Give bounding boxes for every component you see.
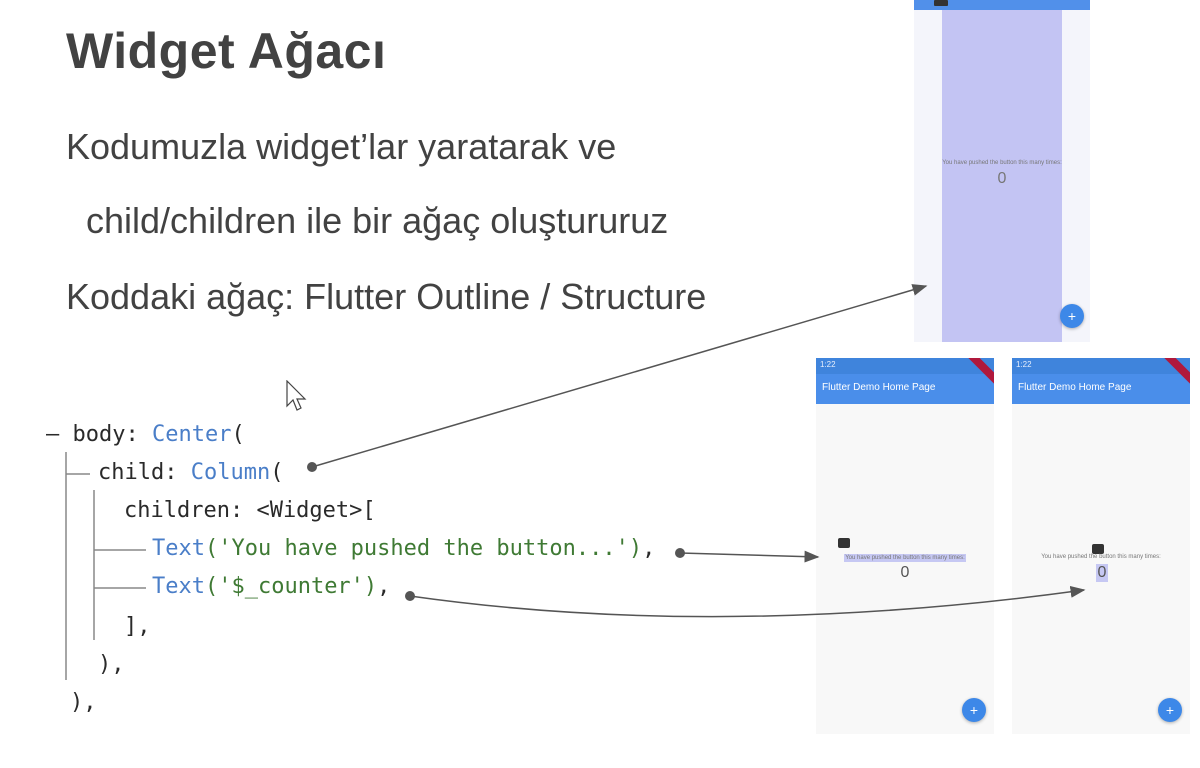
inspector-badge xyxy=(934,0,948,6)
code-block: – body: Center( child: Column( children:… xyxy=(46,422,655,715)
code-string: ('$_counter') xyxy=(204,574,378,599)
arrow-text xyxy=(679,550,820,563)
code-text: – body: xyxy=(46,422,152,447)
code-keyword: Column xyxy=(190,460,271,485)
code-string: ('You have pushed the button...') xyxy=(204,536,643,561)
add-icon: + xyxy=(969,702,979,718)
code-line-text-2: Text('$_counter'), xyxy=(152,574,390,599)
code-text: ( xyxy=(270,460,284,485)
code-line-child: child: Column( xyxy=(98,460,283,485)
counter-value: 0 xyxy=(997,170,1007,187)
bullet-2: child/children ile bir ağaç oluştururuz xyxy=(86,200,669,241)
app-bar xyxy=(1012,374,1190,404)
slide-title: Widget Ağacı xyxy=(66,23,387,79)
app-bar xyxy=(914,0,1090,10)
code-text: , xyxy=(642,536,656,561)
counter-label: You have pushed the button this many tim… xyxy=(1041,554,1161,560)
status-time: 1:22 xyxy=(820,360,836,369)
counter-value: 0 xyxy=(900,564,910,581)
counter-value: 0 xyxy=(1096,564,1108,582)
add-fab-button[interactable]: + xyxy=(962,698,986,722)
code-keyword: Center xyxy=(151,422,232,447)
code-text: , xyxy=(377,574,391,599)
status-bar: 1:22 xyxy=(816,358,994,374)
app-title: Flutter Demo Home Page xyxy=(822,382,936,393)
code-line-text-1: Text('You have pushed the button...'), xyxy=(152,536,655,561)
code-line-children: children: <Widget>[ xyxy=(124,498,376,523)
mouse-cursor-icon xyxy=(286,380,307,411)
code-line-close-column: ), xyxy=(98,652,125,677)
column-highlight xyxy=(942,10,1062,342)
counter-label: You have pushed the button this many tim… xyxy=(942,160,1062,166)
phone-preview-column: You have pushed the button this many tim… xyxy=(914,0,1090,342)
inspector-badge xyxy=(838,538,850,548)
counter-label: You have pushed the button this many tim… xyxy=(844,554,966,562)
code-text: ( xyxy=(231,422,245,447)
status-time: 1:22 xyxy=(1016,360,1032,369)
add-fab-button[interactable]: + xyxy=(1158,698,1182,722)
code-line-close-center: ), xyxy=(70,690,97,715)
phone-preview-text: 1:22 Flutter Demo Home Page You have pus… xyxy=(816,358,994,734)
add-icon: + xyxy=(1067,308,1077,324)
code-keyword: Text xyxy=(152,574,205,599)
add-icon: + xyxy=(1165,702,1175,718)
status-bar: 1:22 xyxy=(1012,358,1190,374)
phone-preview-counter: 1:22 Flutter Demo Home Page You have pus… xyxy=(1012,358,1190,734)
code-keyword: Text xyxy=(152,536,205,561)
code-line-close-list: ], xyxy=(124,614,151,639)
add-fab-button[interactable]: + xyxy=(1060,304,1084,328)
inspector-badge xyxy=(1092,544,1104,554)
bullet-1: Kodumuzla widget’lar yaratarak ve xyxy=(66,126,617,167)
app-title: Flutter Demo Home Page xyxy=(1018,382,1132,393)
code-text: child: xyxy=(98,460,191,485)
code-line-body: – body: Center( xyxy=(46,422,245,447)
